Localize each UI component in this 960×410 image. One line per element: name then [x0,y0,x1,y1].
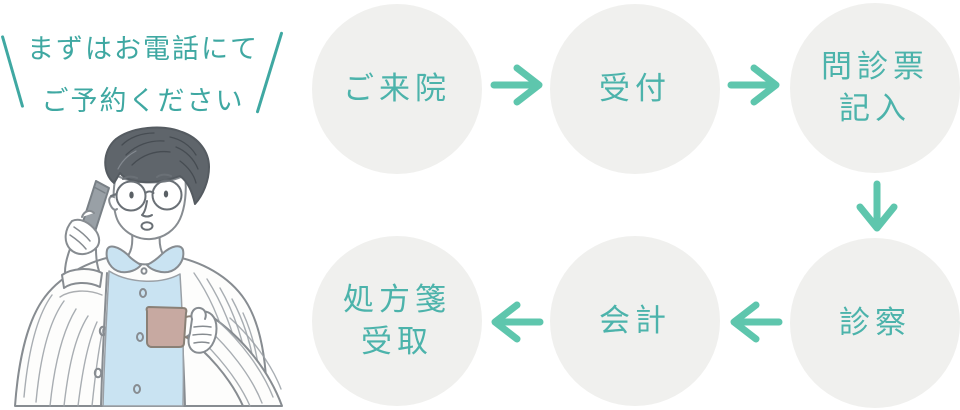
flow-step-questionnaire: 問診票 記入 [790,3,960,173]
flow-step-label: 受付 [599,71,671,107]
mug-hand-shape [187,306,218,354]
flow-step-examination: 診察 [790,238,960,408]
arrow-left-icon [727,301,783,343]
face-features [122,173,172,231]
banner-text: まずはお電話にて ご予約ください [23,27,263,118]
flow-step-payment: 会計 [550,236,720,406]
banner-line-1: まずはお電話にて [27,34,259,65]
flow-step-label: 記入 [839,91,911,127]
flow-step-label: 会計 [599,303,671,339]
flow-step-label: ご来院 [343,71,451,107]
arrow-left-icon [488,301,544,343]
phone-reservation-banner: まずはお電話にて ご予約ください [0,0,300,125]
hair-shape [104,126,210,205]
man-on-phone-illustration [14,126,283,407]
arrow-down-icon [856,180,898,234]
phone-hand-shape [59,209,103,298]
flow-step-label: 処方箋 [343,282,451,318]
arrow-right-icon [727,64,783,106]
face-shape [108,174,187,241]
flow-step-visit: ご来院 [312,4,482,174]
collar-shape [105,245,185,275]
flow-step-reception: 受付 [550,4,720,174]
flow-step-prescription-pickup: 処方箋 受取 [312,236,482,406]
flow-step-label: 問診票 [821,49,929,85]
banner-line-2: ご予約ください [41,86,245,117]
banner-left-slash [0,35,25,108]
arrow-right-icon [490,64,546,106]
glasses-icon [110,179,183,212]
flow-step-label: 受取 [361,324,433,360]
flow-step-label: 診察 [839,305,911,341]
shirt-shape [102,270,185,407]
